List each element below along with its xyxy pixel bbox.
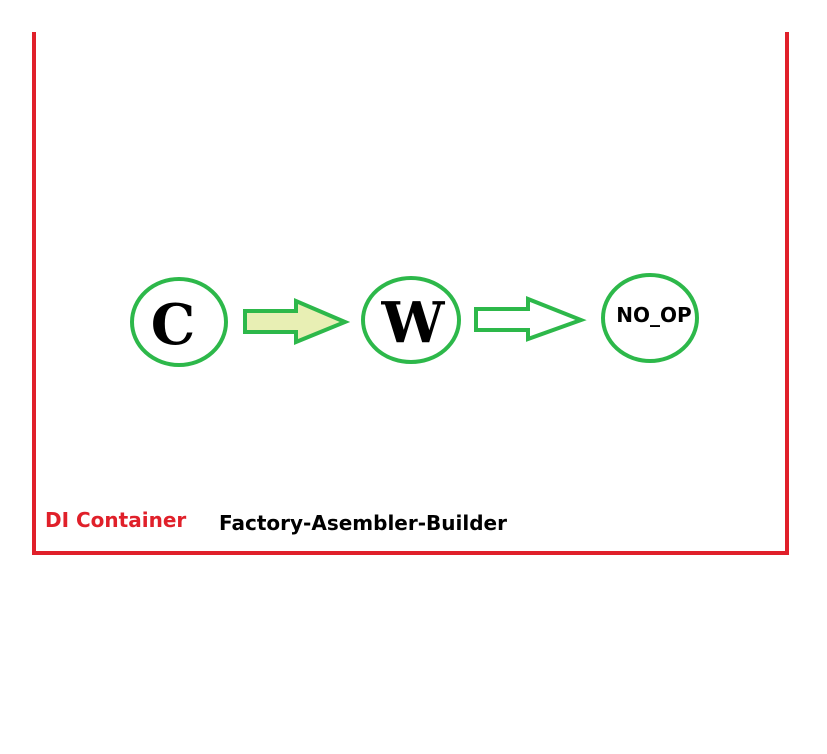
node-no-op-label: NO_OP — [616, 303, 691, 327]
arrow-c-to-w — [243, 297, 351, 345]
node-no-op-circle — [601, 273, 699, 363]
node-c: C — [130, 277, 228, 367]
node-no-op: NO_OP — [601, 273, 699, 363]
node-w-circle — [361, 276, 461, 364]
di-container-border — [32, 32, 789, 555]
arrow-w-to-no-op — [474, 296, 587, 342]
node-c-circle — [130, 277, 228, 367]
node-w: W — [361, 276, 461, 364]
di-container-label: DI Container — [45, 508, 186, 532]
node-c-label: C — [151, 292, 196, 358]
di-container-description: Factory-Asembler-Builder — [219, 511, 507, 535]
node-w-label: W — [381, 290, 446, 356]
